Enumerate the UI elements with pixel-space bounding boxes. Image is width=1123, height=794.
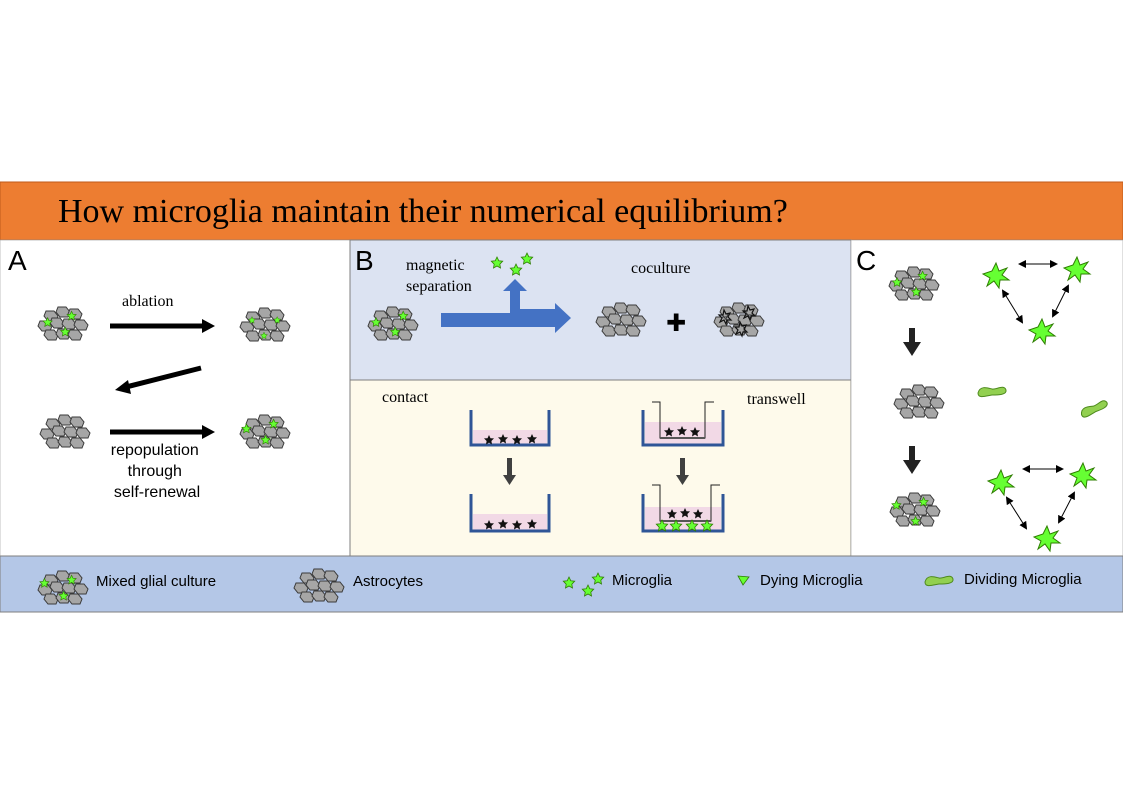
ablation-label: ablation (122, 293, 174, 310)
microglia-interaction-triangle-top (982, 256, 1091, 345)
panel-a-mixed-culture-start (37, 306, 89, 341)
panel-b-letter: B (355, 245, 374, 276)
legend-dying-icon (737, 575, 750, 586)
transwell-down-arrow (676, 458, 689, 485)
panel-c-down-arrow-2 (903, 446, 921, 474)
repopulation-line-2: through (128, 463, 182, 480)
panel-c-letter: C (856, 245, 876, 276)
legend-mixed-icon (37, 570, 89, 605)
contact-down-arrow (503, 458, 516, 485)
repopulation-arrow (110, 425, 215, 439)
repopulation-line-1: repopulation (111, 442, 199, 459)
coculture-astrocytes-with-dead-microglia (713, 302, 765, 338)
return-arrow (115, 365, 202, 394)
separation-line-2: separation (406, 278, 472, 295)
repopulation-line-3: self-renewal (114, 484, 200, 501)
panel-a-after-ablation (239, 307, 291, 342)
separation-label: magnetic separation (406, 257, 472, 295)
panel-a-letter: A (8, 245, 27, 276)
ablation-arrow (110, 319, 215, 333)
transwell-after (641, 484, 725, 533)
panel-b-mixed-culture (367, 306, 419, 341)
panel-a-astrocytes-only (39, 414, 91, 449)
diagram-title: How microglia maintain their numerical e… (58, 193, 788, 230)
microglia-interaction-triangle-bottom (987, 462, 1097, 552)
legend-dividing-label: Dividing Microglia (964, 571, 1082, 588)
legend-dying-label: Dying Microglia (760, 572, 863, 589)
coculture-label: coculture (631, 260, 691, 277)
legend-astrocytes-icon (293, 568, 345, 603)
separation-line-1: magnetic (406, 257, 465, 274)
contact-well-before (469, 410, 551, 447)
legend-astrocytes-label: Astrocytes (353, 573, 423, 590)
panel-a-frame (0, 239, 351, 557)
plus-sign: ✚ (666, 309, 686, 337)
panel-c-mixed-culture-bottom (889, 492, 941, 527)
magnetic-separation-arrow (441, 279, 571, 333)
coculture-astrocytes (595, 302, 647, 337)
panel-c-mixed-culture-top (888, 266, 940, 301)
legend-microglia-label: Microglia (612, 572, 673, 589)
panel-c-astrocytes-middle (893, 384, 945, 419)
transwell-before (641, 401, 725, 447)
contact-label: contact (382, 389, 429, 406)
contact-well-after (469, 494, 551, 533)
title-bar (0, 181, 1123, 241)
legend-mixed-label: Mixed glial culture (96, 573, 216, 590)
panel-a-repopulated-culture (239, 414, 291, 449)
panel-b-bottom (349, 379, 852, 557)
transwell-label: transwell (747, 391, 806, 408)
repopulation-label: repopulation through self-renewal (111, 442, 204, 501)
panel-c-down-arrow-1 (903, 328, 921, 356)
panel-b-top (349, 239, 852, 381)
